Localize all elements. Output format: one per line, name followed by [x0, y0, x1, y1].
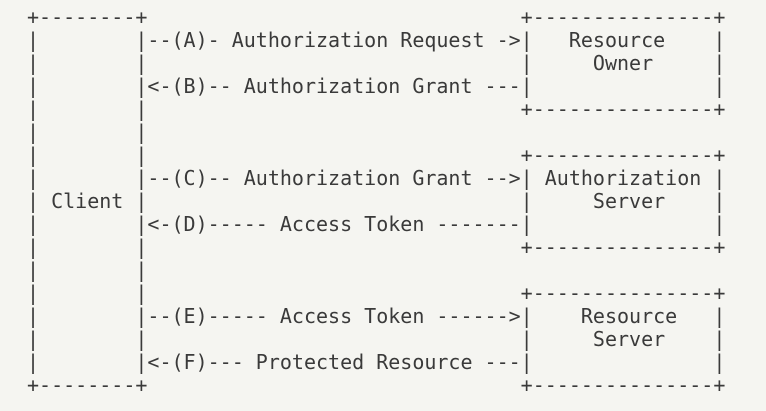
diagram-line: | |--(E)----- Access Token ------>| Reso…: [27, 304, 726, 328]
diagram-line: | | | Server |: [27, 327, 726, 351]
diagram-line: | | +---------------+: [27, 97, 726, 121]
diagram-line: +--------+ +---------------+: [27, 373, 726, 397]
diagram-line: | |<-(F)--- Protected Resource ---| |: [27, 350, 726, 374]
diagram-line: +--------+ +---------------+: [27, 5, 726, 29]
diagram-line: | |<-(D)----- Access Token -------| |: [27, 212, 726, 236]
diagram-line: | |: [27, 258, 148, 282]
diagram-line: | | +---------------+: [27, 235, 726, 259]
diagram-line: | |: [27, 120, 148, 144]
diagram-line: | | | Owner |: [27, 51, 726, 75]
diagram-line: | |<-(B)-- Authorization Grant ---| |: [27, 74, 726, 98]
diagram-line: | |--(C)-- Authorization Grant -->| Auth…: [27, 166, 726, 190]
diagram-line: | |--(A)- Authorization Request ->| Reso…: [27, 28, 726, 52]
diagram-line: | | +---------------+: [27, 281, 726, 305]
diagram-line: | Client | | Server |: [27, 189, 726, 213]
diagram-line: | | +---------------+: [27, 143, 726, 167]
